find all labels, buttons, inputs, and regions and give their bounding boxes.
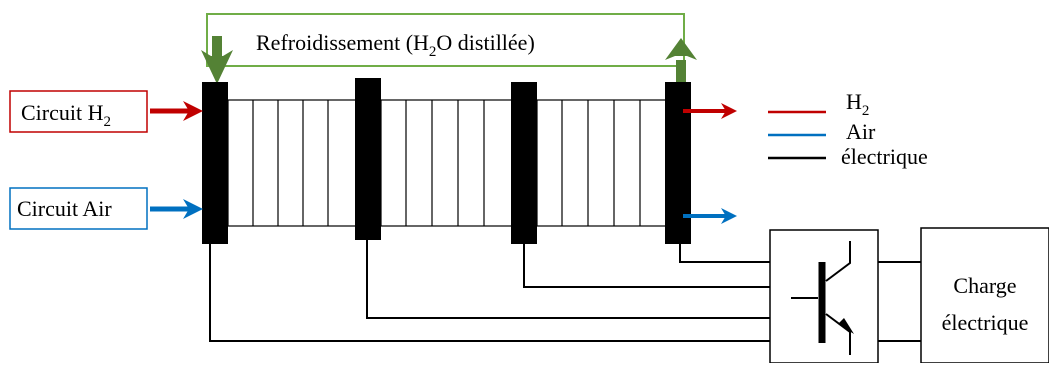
h2-circuit-label: Circuit H2 [21, 100, 111, 130]
end-plate-4 [665, 82, 691, 244]
cell-group-1 [227, 99, 357, 227]
cooling-inlet-arrow [201, 36, 233, 84]
electrical-wiring [209, 240, 921, 342]
electrical-load-box [920, 227, 1049, 364]
cell-group-3 [536, 99, 668, 227]
legend-h2-label: H2 [846, 89, 869, 119]
legend-elec-label: électrique [841, 144, 928, 169]
transistor-icon [791, 241, 854, 355]
cooling-label: Refroidissement (H2O distillée) [256, 30, 535, 60]
air-circuit-label: Circuit Air [17, 196, 112, 221]
end-plate-1 [202, 82, 228, 244]
load-label-line2: électrique [942, 310, 1029, 335]
cooling-loop [206, 13, 685, 67]
air-circuit-box [9, 187, 148, 230]
cooling-outlet-arrow [665, 38, 697, 86]
cell-group-2 [380, 99, 513, 227]
load-label-line1: Charge [953, 273, 1016, 298]
h2-circuit-box [9, 90, 148, 133]
bipolar-plate-3 [511, 82, 537, 244]
legend-air-label: Air [846, 119, 876, 144]
bipolar-plate-2 [355, 78, 381, 240]
